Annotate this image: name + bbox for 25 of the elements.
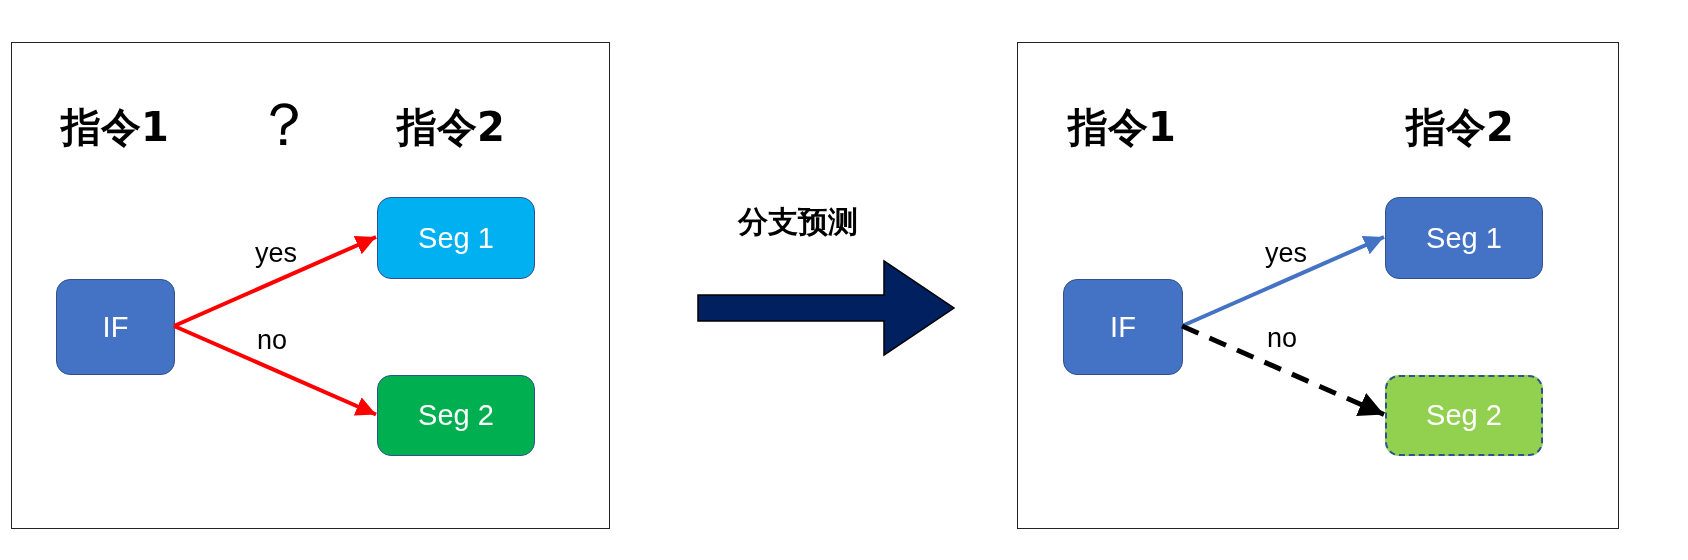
panel-frame — [11, 42, 610, 529]
panel-frame — [1017, 42, 1619, 529]
column-heading: 指令1 — [61, 107, 169, 147]
column-heading: 指令2 — [397, 107, 505, 147]
box-label: Seg 2 — [1426, 399, 1502, 432]
block-arrow — [697, 259, 956, 357]
box-label: Seg 1 — [1426, 221, 1502, 255]
edge-label: 分支预测 — [736, 207, 860, 237]
arrow — [173, 235, 377, 328]
box-label: IF — [102, 310, 129, 344]
process-box — [1385, 197, 1543, 279]
process-box — [377, 197, 535, 279]
column-heading: 指令1 — [1068, 107, 1176, 147]
arrow — [173, 324, 377, 417]
arrow — [1181, 235, 1385, 328]
process-box — [1063, 279, 1183, 375]
process-box — [1385, 375, 1543, 456]
dashed-arrow — [1181, 323, 1385, 417]
box-label: IF — [1110, 310, 1136, 344]
column-heading: 指令2 — [1406, 107, 1514, 147]
process-box — [56, 279, 175, 375]
process-box — [377, 375, 535, 456]
question-mark: ？ — [254, 94, 314, 154]
box-label: Seg 1 — [418, 221, 494, 255]
box-label: Seg 2 — [418, 399, 494, 432]
